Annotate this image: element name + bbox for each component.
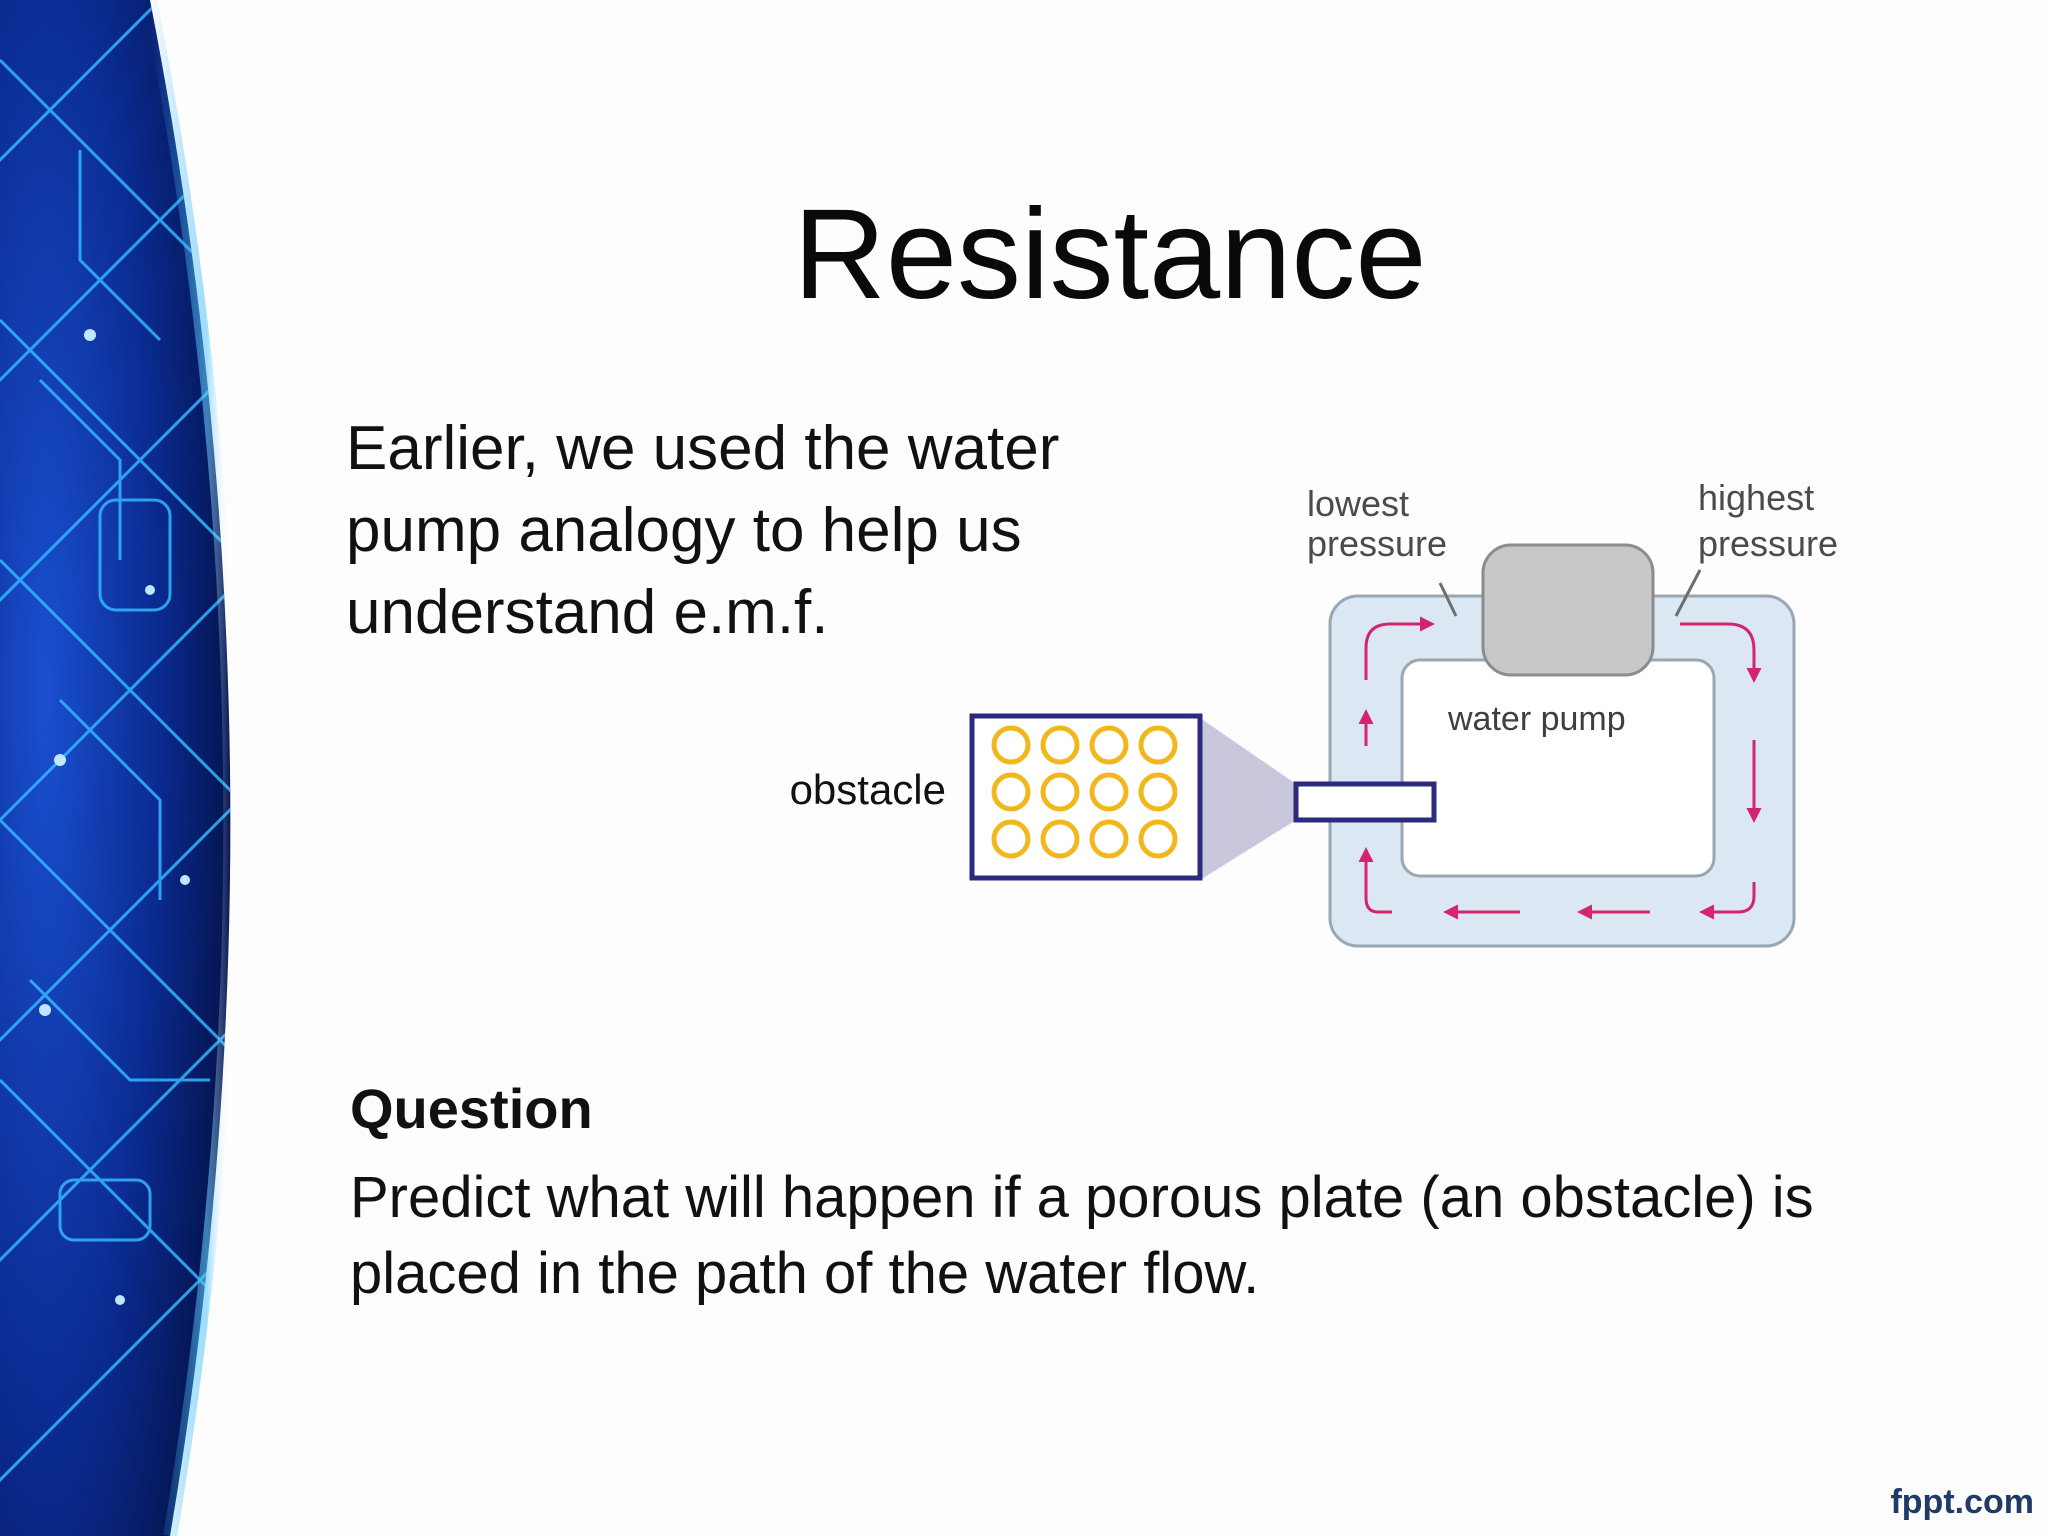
pore-grid: [991, 725, 1178, 859]
obstacle-label: obstacle: [790, 766, 946, 813]
obstacle-plate: [1293, 781, 1437, 823]
pipe-inner: [1400, 658, 1716, 878]
fppt-logo: fppt.com: [1890, 1483, 2034, 1521]
pore-circle: [1089, 725, 1129, 765]
pore-circle: [1040, 725, 1080, 765]
pore-circle: [991, 819, 1031, 859]
highest-pressure-label-line1: highest: [1698, 477, 1814, 518]
pore-circle: [1089, 819, 1129, 859]
flow-arrow-bottom-corner: [1358, 847, 1392, 914]
highest-pressure-pointer: [1674, 569, 1702, 617]
water-pump-label: water pump: [1447, 700, 1626, 738]
water-pump-body: [1481, 543, 1655, 677]
flow-arrow-bottom-right: [1699, 882, 1756, 920]
porous-plate-magnified: [969, 713, 1203, 881]
highest-pressure-label-line2: pressure: [1698, 523, 1838, 564]
intro-text: Earlier, we used the water pump analogy …: [346, 414, 1060, 647]
flow-arrow-top-right: [1680, 622, 1762, 683]
pore-circle: [1138, 725, 1178, 765]
pore-circle: [991, 725, 1031, 765]
obstacle-zoom-funnel: [1200, 718, 1296, 880]
lowest-pressure-label-line2: pressure: [1307, 523, 1447, 564]
slide-title: Resistance: [793, 183, 1427, 326]
pore-circle: [1040, 819, 1080, 859]
lowest-pressure-pointer: [1438, 582, 1458, 617]
pore-circle: [1089, 772, 1129, 812]
pore-circle: [1040, 772, 1080, 812]
pore-circle: [1138, 772, 1178, 812]
pore-circle: [1138, 819, 1178, 859]
question-heading: Question: [350, 1077, 593, 1140]
flow-arrow-top-left: [1364, 616, 1435, 680]
lowest-pressure-label-line1: lowest: [1307, 483, 1409, 524]
question-text: Predict what will happen if a porous pla…: [350, 1165, 1814, 1306]
pore-circle: [991, 772, 1031, 812]
